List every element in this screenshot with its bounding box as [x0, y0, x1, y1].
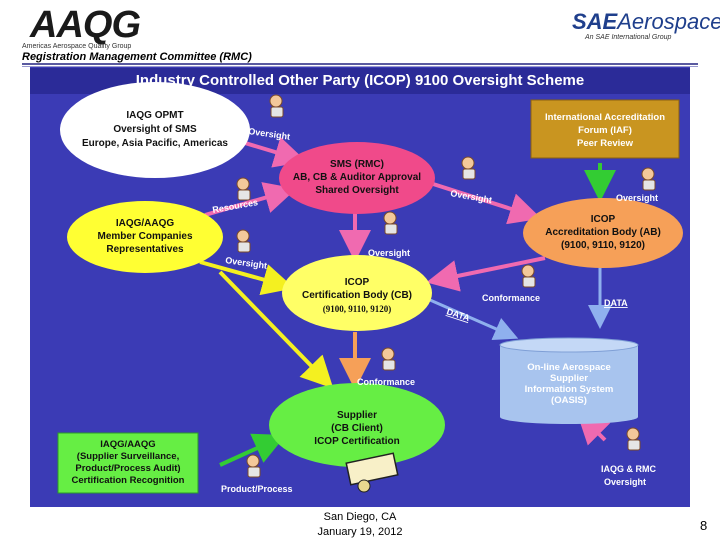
node-ab: ICOP Accreditation Body (AB) (9100, 9110…	[523, 198, 683, 268]
sae-brand: SAE	[572, 9, 618, 34]
surveillance-line-3: Product/Process Audit)	[75, 463, 180, 474]
arrow-sms-to-ab	[429, 181, 542, 225]
opmt-line-1: IAQG OPMT	[126, 110, 183, 121]
certificate-icon	[345, 452, 399, 493]
aaqg-subtitle: Americas Aerospace Quality Group	[22, 43, 132, 50]
label-oversight-1: Oversight	[248, 126, 291, 142]
surveillance-line-2: (Supplier Surveillance,	[77, 451, 179, 462]
members-line-1: IAQG/AAQG	[116, 218, 175, 229]
node-cb: ICOP Certification Body (CB) (9100, 9110…	[282, 255, 432, 331]
node-supplier: Supplier (CB Client) ICOP Certification	[269, 383, 445, 467]
cb-line-1: ICOP	[345, 277, 370, 288]
node-iaf: International Accreditation Forum (IAF) …	[530, 99, 680, 159]
supplier-line-3: ICOP Certification	[314, 436, 399, 447]
ab-line-1: ICOP	[591, 214, 616, 225]
ab-line-2: Accreditation Body (AB)	[545, 227, 661, 238]
cb-line-3: (9100, 9110, 9120)	[323, 304, 392, 314]
iaf-line-3: Peer Review	[577, 138, 634, 149]
label-conformance-1: Conformance	[482, 293, 540, 303]
oasis-line-2: Supplier	[550, 373, 588, 384]
label-oversight-3: Oversight	[450, 188, 493, 205]
iaf-line-1: International Accreditation	[545, 112, 665, 123]
arrow-surveillance-to-supplier	[219, 433, 286, 467]
members-line-3: Representatives	[106, 244, 184, 255]
node-surveillance: IAQG/AAQG (Supplier Surveillance, Produc…	[57, 432, 199, 494]
label-iaqg-rmc: IAQG & RMC	[601, 464, 656, 474]
arrow-members-to-supplier	[218, 270, 334, 389]
opmt-line-3: Europe, Asia Pacific, Americas	[82, 138, 228, 149]
oasis-line-4: (OASIS)	[551, 395, 587, 406]
sms-line-1: SMS (RMC)	[330, 159, 384, 170]
sms-line-2: AB, CB & Auditor Approval	[293, 172, 421, 183]
auditor-icon	[626, 427, 641, 451]
iaf-line-2: Forum (IAF)	[578, 125, 632, 136]
header-divider	[22, 63, 698, 65]
arrow-members-to-sms	[204, 182, 297, 217]
arrows	[199, 136, 616, 467]
committee-title: Registration Management Committee (RMC)	[22, 51, 252, 63]
auditor-icon	[236, 229, 251, 253]
sms-line-3: Shared Oversight	[315, 185, 399, 196]
oasis-line-1: On-line Aerospace	[527, 362, 611, 373]
node-members: IAQG/AAQG Member Companies Representativ…	[67, 201, 223, 273]
label-oversight-5: Oversight	[616, 193, 658, 203]
auditor-icon	[641, 167, 656, 191]
supplier-line-2: (CB Client)	[331, 423, 383, 434]
sae-tagline: An SAE International Group	[585, 34, 672, 41]
node-sms: SMS (RMC) AB, CB & Auditor Approval Shar…	[279, 142, 435, 214]
members-line-2: Member Companies	[97, 231, 192, 242]
label-oversight-6: Oversight	[604, 477, 646, 487]
arrow-members-to-cb	[199, 260, 295, 296]
footer-date: January 19, 2012	[317, 526, 403, 538]
footer-location: San Diego, CA	[323, 511, 397, 523]
auditor-icon	[383, 211, 398, 235]
diagram-title: Industry Controlled Other Party (ICOP) 9…	[30, 68, 690, 94]
auditor-icon	[269, 94, 284, 118]
surveillance-line-1: IAQG/AAQG	[100, 439, 155, 450]
label-product-process: Product/Process	[221, 484, 293, 494]
auditor-icon	[236, 177, 251, 201]
label-oversight-4: Oversight	[368, 248, 410, 258]
supplier-line-1: Supplier	[337, 410, 377, 421]
auditor-icon	[246, 454, 261, 478]
label-oversight-2: Oversight	[225, 255, 268, 271]
label-resources: Resources	[212, 197, 259, 215]
label-data-2: DATA	[445, 306, 471, 323]
page-number: 8	[700, 518, 708, 533]
arrow-cb-to-oasis	[429, 298, 519, 340]
sae-word: Aerospace	[617, 9, 720, 34]
arrow-ab-to-cb	[426, 256, 546, 292]
label-data-1: DATA	[604, 298, 628, 308]
aaqg-logo: AAQG	[30, 4, 141, 46]
oasis-line-3: Information System	[525, 384, 614, 395]
auditor-icon	[521, 264, 536, 288]
sae-aerospace-logo: SAEAerospace	[572, 9, 720, 35]
opmt-line-2: Oversight of SMS	[113, 124, 197, 135]
label-conformance-2: Conformance	[357, 377, 415, 387]
auditor-icon	[381, 347, 396, 371]
node-oasis: On-line Aerospace Supplier Information S…	[499, 337, 639, 424]
header-divider-thin	[22, 66, 698, 67]
auditor-icon	[461, 156, 476, 180]
ab-line-3: (9100, 9110, 9120)	[561, 240, 645, 251]
auditor-icons	[236, 94, 656, 478]
surveillance-line-4: Certification Recognition	[72, 475, 185, 486]
node-opmt: IAQG OPMT Oversight of SMS Europe, Asia …	[60, 82, 250, 178]
cb-line-2: Certification Body (CB)	[302, 290, 412, 301]
